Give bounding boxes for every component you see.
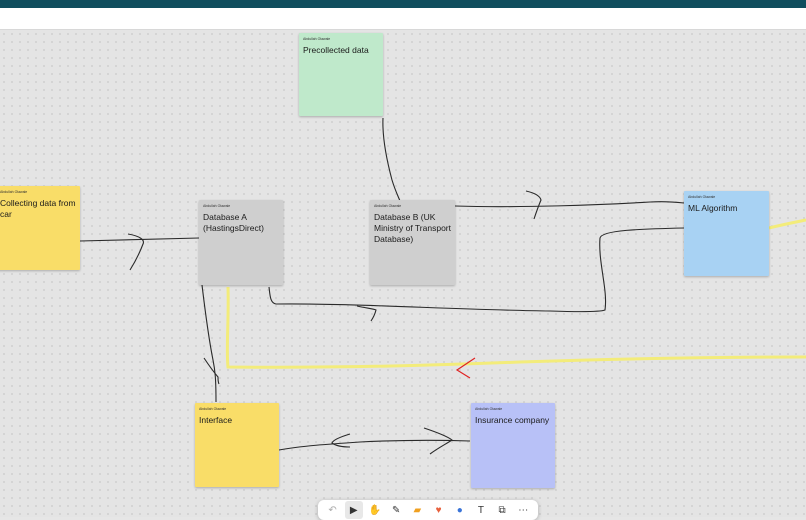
sticky-precollected-data[interactable]: Abdullah Olawale Precollected data (299, 33, 383, 116)
board-header (0, 8, 806, 30)
note-text: Database A (HastingsDirect) (203, 212, 264, 233)
sticky-insurance-company[interactable]: Abdullah Olawale Insurance company (471, 403, 555, 488)
more-icon[interactable]: ⋯ (518, 504, 529, 516)
note-text: Insurance company (475, 415, 550, 425)
note-text: Precollected data (303, 45, 369, 55)
shape-icon[interactable]: ● (456, 504, 463, 516)
sticky-database-b[interactable]: Abdullah Olawale Database B (UK Ministry… (370, 200, 455, 285)
note-author: Abdullah Olawale (203, 204, 231, 208)
sticky-interface[interactable]: Abdullah Olawale Interface (195, 403, 279, 487)
note-author: Abdullah Olawale (303, 37, 331, 41)
text-icon[interactable]: T (477, 504, 484, 516)
reaction-icon[interactable]: ♥ (435, 504, 442, 516)
pen-icon[interactable]: ✎ (391, 504, 401, 516)
note-text: Database B (UK Ministry of Transport Dat… (374, 212, 451, 244)
shapes-icon[interactable]: ⧉ (498, 504, 506, 516)
sticky-ml-algorithm[interactable]: Abdullah Olawale ML Algorithm (684, 191, 769, 276)
note-author: Abdullah Olawale (199, 407, 227, 411)
hand-icon[interactable]: ✋ (368, 504, 382, 516)
sticky-note-icon[interactable]: ▰ (413, 504, 422, 516)
app-top-bar (0, 0, 806, 8)
note-text: Interface (199, 415, 233, 425)
select-icon[interactable]: ▶ (344, 501, 363, 519)
note-text: Collecting data from car (0, 198, 76, 219)
undo-icon[interactable]: ↶ (328, 504, 337, 516)
note-text: ML Algorithm (688, 203, 738, 213)
note-author: Abdullah Olawale (688, 195, 716, 199)
bottom-toolbar: ↶ ▶ ✋ ✎ ▰ ♥ ● T ⧉ ⋯ (318, 500, 538, 520)
note-author: Abdullah Olawale (0, 190, 28, 194)
note-author: Abdullah Olawale (374, 204, 402, 208)
sticky-collecting-data[interactable]: Abdullah Olawale Collecting data from ca… (0, 186, 80, 270)
note-author: Abdullah Olawale (475, 407, 503, 411)
sticky-database-a[interactable]: Abdullah Olawale Database A (HastingsDir… (199, 200, 283, 285)
